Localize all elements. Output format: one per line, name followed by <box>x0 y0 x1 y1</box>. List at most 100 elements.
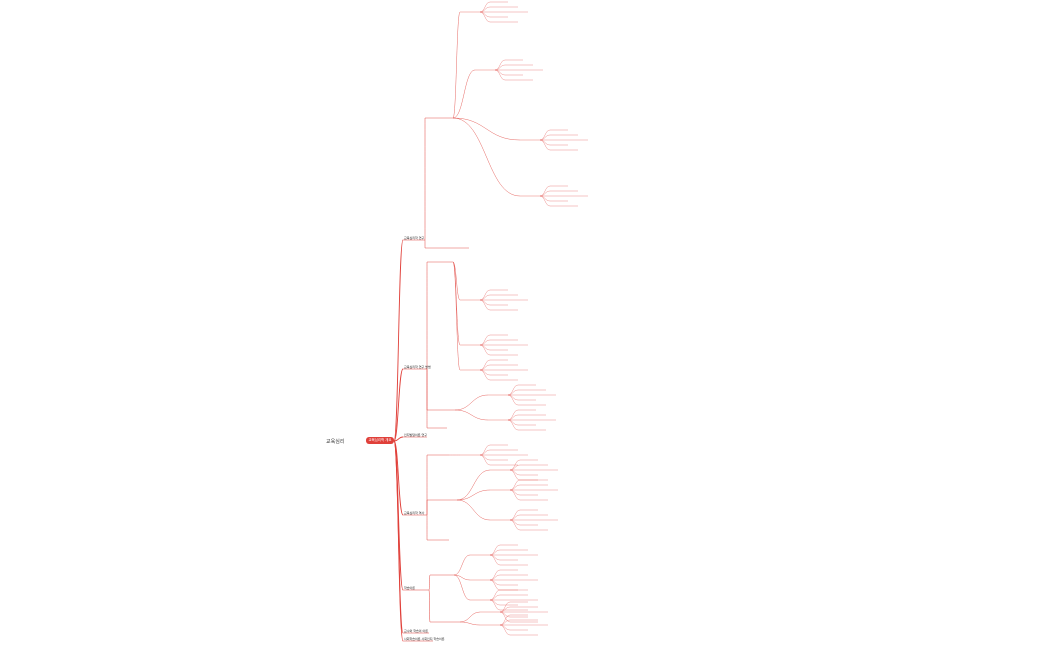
branch-link <box>452 261 461 301</box>
branch-link <box>509 519 521 526</box>
branch-link <box>453 574 471 601</box>
branch-link <box>393 440 404 591</box>
branch-link <box>499 614 511 626</box>
branch-link <box>499 619 511 626</box>
branch-label[interactable]: 교육심리학 연구 방법 <box>404 364 431 369</box>
branch-link <box>507 409 519 421</box>
branch-link <box>539 129 551 141</box>
branch-link <box>452 261 461 346</box>
branch-link <box>479 334 491 346</box>
branch-link <box>539 185 551 197</box>
branch-link <box>509 479 521 491</box>
branch-link <box>507 394 519 401</box>
branch-link <box>456 489 491 501</box>
branch-link <box>494 59 506 71</box>
branch-link <box>452 117 521 197</box>
branch-link <box>452 11 461 119</box>
branch-link <box>393 239 404 442</box>
branch-link <box>539 195 551 202</box>
branch-link <box>393 436 404 442</box>
branch-link <box>507 384 519 396</box>
branch-link <box>428 589 431 623</box>
branch-label[interactable]: 교육심리학 역사 <box>404 510 425 515</box>
branch-link <box>509 469 521 481</box>
branch-link <box>479 11 491 18</box>
branch-link <box>393 368 404 442</box>
branch-link <box>479 369 491 376</box>
branch-link <box>456 499 491 521</box>
branch-link <box>509 489 521 501</box>
branch-link <box>479 444 491 456</box>
branch-link <box>494 69 506 81</box>
branch-link <box>459 621 481 626</box>
branch-link <box>507 419 519 426</box>
branch-link <box>489 574 501 581</box>
branch-link <box>393 440 404 516</box>
branch-label[interactable]: 인지발달이론 연구 <box>404 432 428 437</box>
root-topic[interactable]: 교육심리학 개요 <box>366 437 394 444</box>
branch-link <box>499 624 511 636</box>
branch-link <box>428 574 431 591</box>
sheet-title: 교육심리 <box>326 439 345 445</box>
branch-link <box>479 294 491 301</box>
branch-link <box>509 509 521 521</box>
branch-link <box>479 364 491 371</box>
branch-link <box>509 469 521 476</box>
branch-link <box>479 449 491 456</box>
branch-link <box>489 549 501 556</box>
branch-link <box>509 519 521 531</box>
branch-link <box>509 514 521 521</box>
branch-link <box>509 464 521 471</box>
branch-link <box>509 484 521 491</box>
branch-link <box>479 11 491 23</box>
branch-link <box>479 344 491 356</box>
branch-label[interactable]: 사회학습이론 사회인지 학습이론 <box>404 636 445 641</box>
branch-link <box>452 69 476 119</box>
branch-link <box>479 369 491 381</box>
branch-link <box>539 190 551 197</box>
branch-link <box>507 419 519 431</box>
branch-link <box>453 554 471 576</box>
branch-link <box>479 299 491 306</box>
branch-link <box>489 594 501 601</box>
branch-link <box>509 459 521 471</box>
branch-link <box>479 299 491 311</box>
branch-link <box>539 134 551 141</box>
branch-link <box>452 117 521 141</box>
branch-link <box>459 611 481 623</box>
branch-link <box>453 574 471 581</box>
branch-link <box>479 6 491 13</box>
branch-link <box>479 454 491 466</box>
branch-link <box>489 544 501 556</box>
branch-link <box>452 261 461 371</box>
branch-link <box>489 554 501 561</box>
branch-link <box>489 579 501 591</box>
branch-link <box>489 599 501 611</box>
branch-link <box>539 195 551 207</box>
branch-link <box>507 389 519 396</box>
branch-link <box>507 414 519 421</box>
branch-link <box>494 69 506 76</box>
branch-link <box>499 606 511 613</box>
branch-link <box>494 64 506 71</box>
branch-link <box>479 1 491 13</box>
branch-link <box>479 454 491 461</box>
branch-link <box>489 554 501 566</box>
branch-link <box>479 289 491 301</box>
branch-link <box>499 611 511 623</box>
branch-link <box>456 469 491 501</box>
branch-label[interactable]: 학습이론 <box>404 585 416 590</box>
branch-link <box>393 440 404 642</box>
branch-link <box>479 339 491 346</box>
branch-link <box>479 359 491 371</box>
branch-link <box>539 139 551 151</box>
branch-link <box>539 139 551 146</box>
branch-link <box>507 394 519 406</box>
branch-label[interactable]: 교육심리학 연구 <box>404 235 425 240</box>
branch-label[interactable]: 교수와 학습의 이론 <box>404 628 428 633</box>
branch-link <box>454 394 489 411</box>
branch-link <box>489 569 501 581</box>
branch-link <box>489 589 501 601</box>
branch-link <box>489 599 501 606</box>
